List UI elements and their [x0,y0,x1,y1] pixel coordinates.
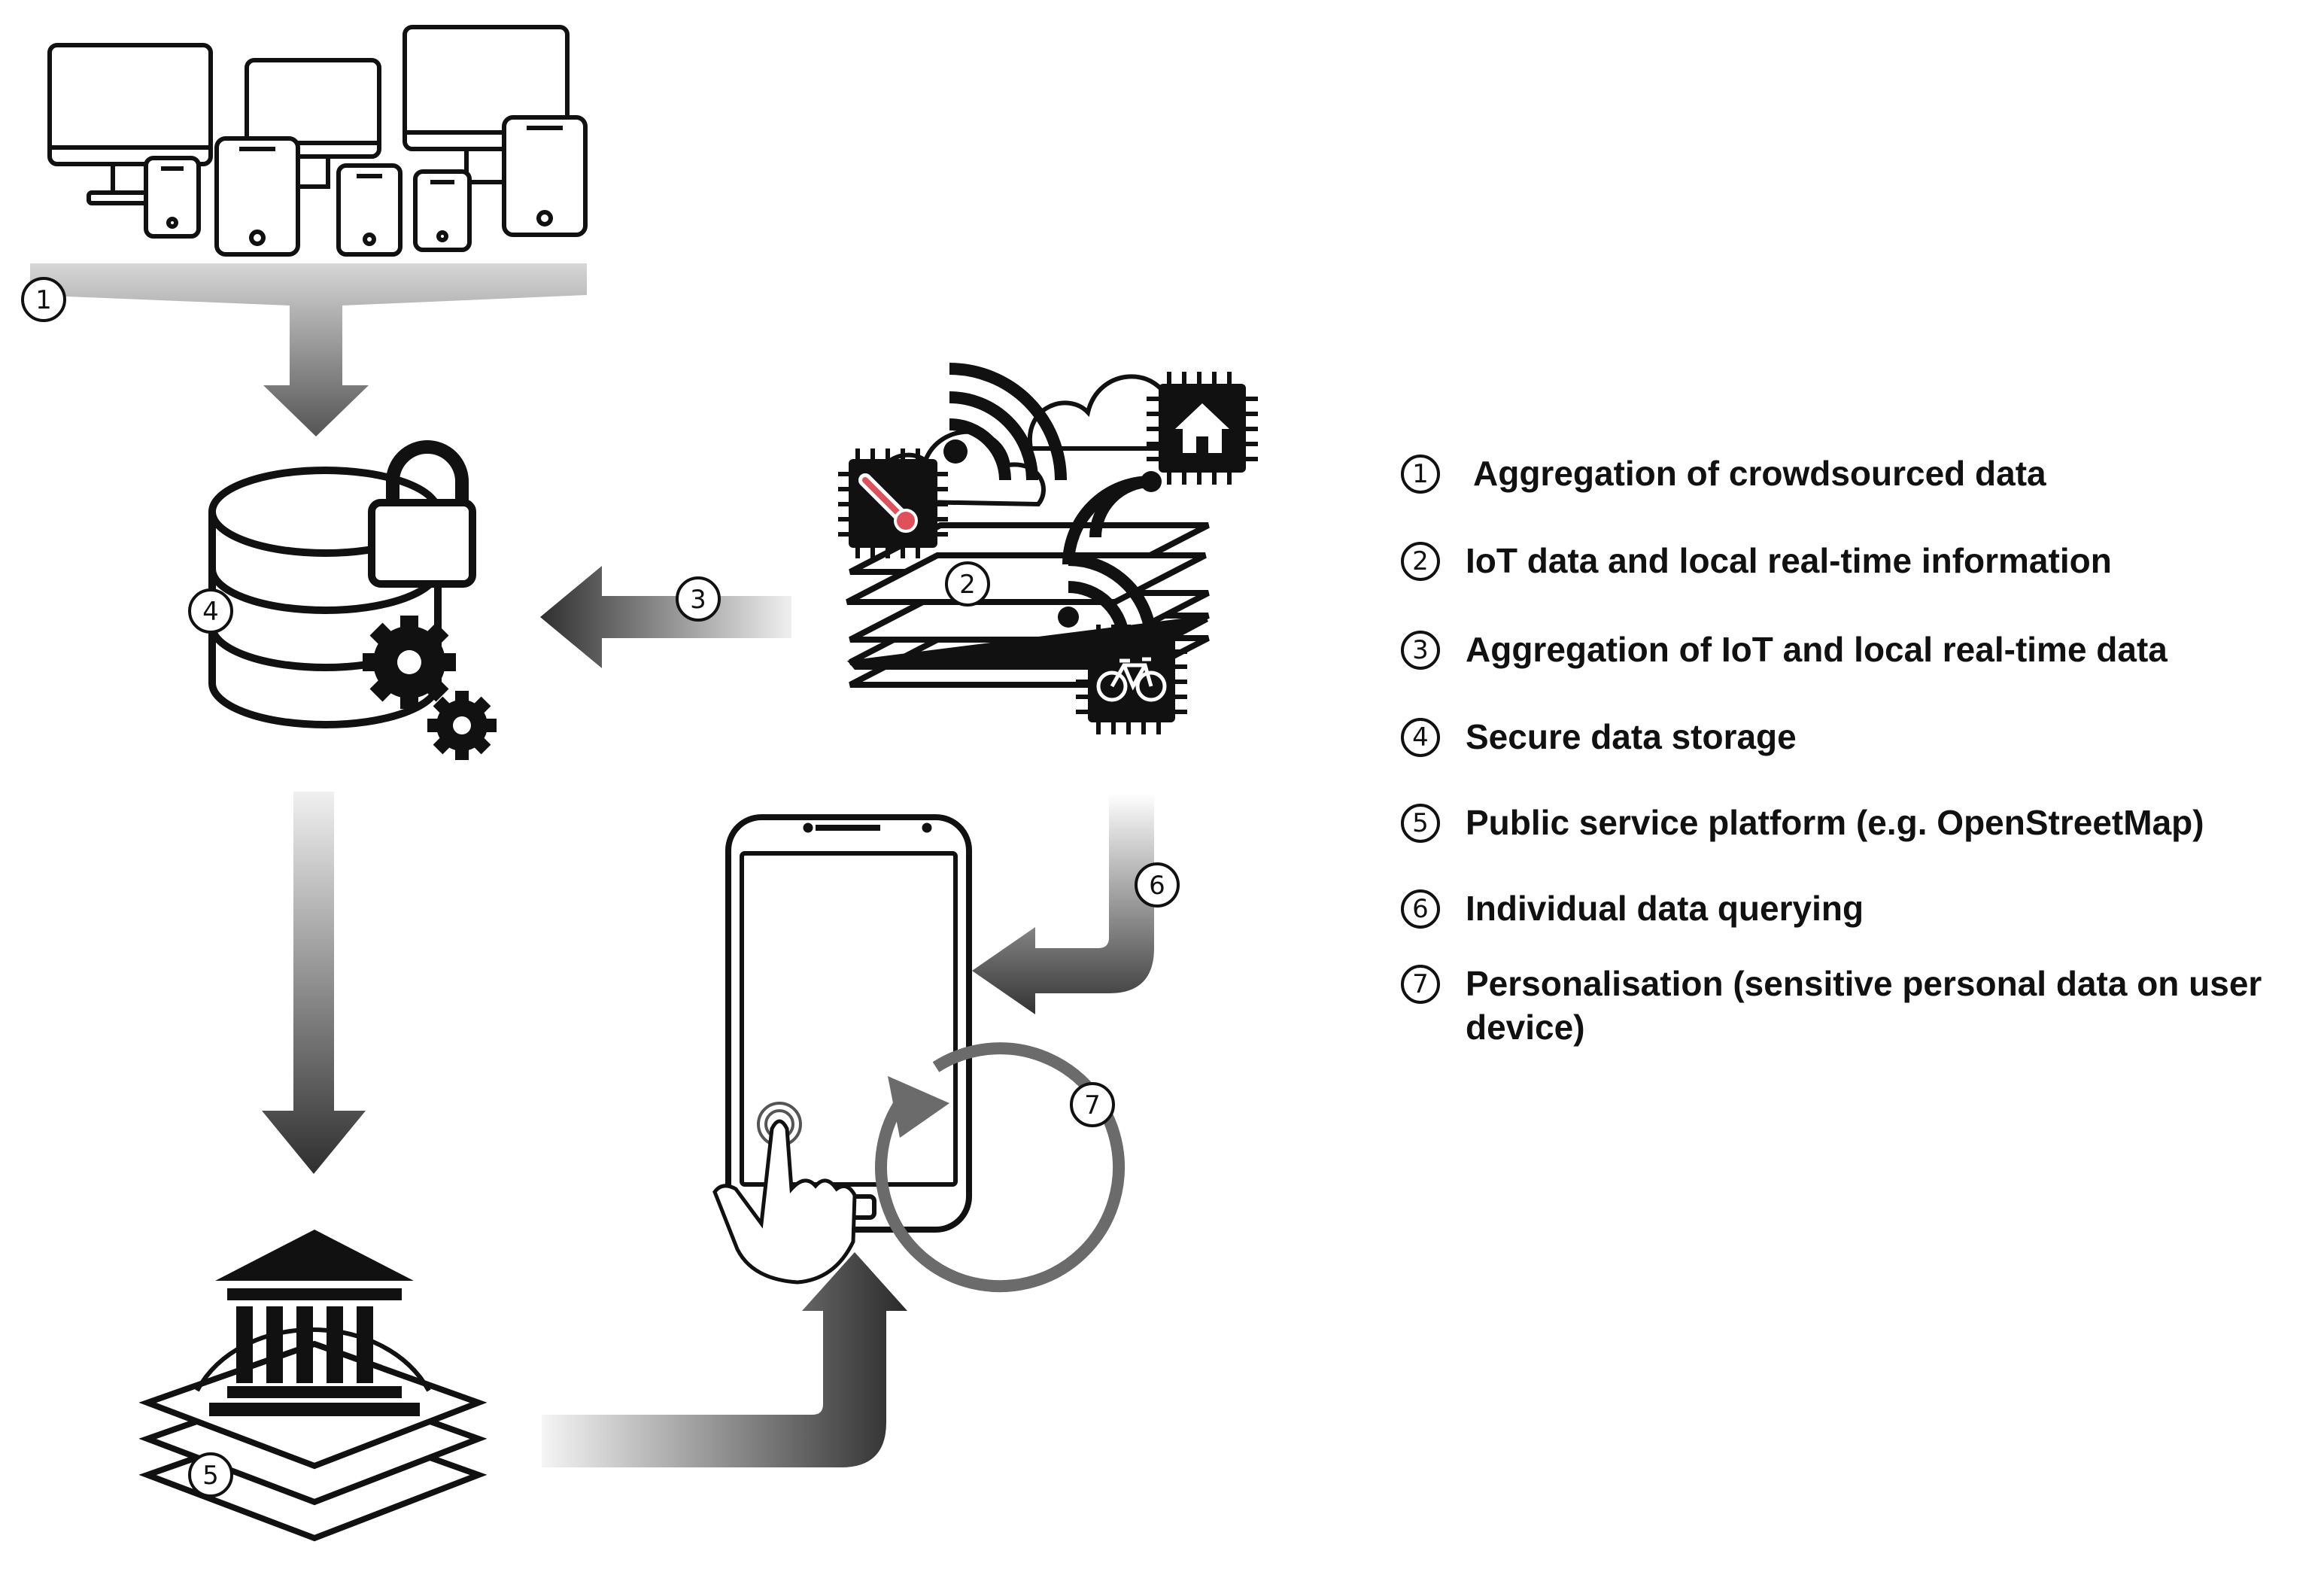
legend-number-6: 6 [1401,889,1440,929]
iot-cluster-icon [838,363,1258,734]
arrow-aggregation-iot [540,566,791,668]
svg-text:7: 7 [1084,1090,1101,1120]
arrow-aggregation-crowdsourced [30,263,587,436]
legend-text-5: Public service platform (e.g. OpenStreet… [1466,803,2204,842]
legend-number-3: 3 [1401,631,1440,670]
legend-item-7: 7 Personalisation (sensitive personal da… [1401,964,2308,1049]
legend-number-7: 7 [1401,965,1440,1004]
arrow-individual-querying [972,793,1154,1014]
legend-text-4: Secure data storage [1466,717,1797,756]
svg-text:6: 6 [1149,871,1165,901]
legend-item-1: 1 Aggregation of crowdsourced data [1401,454,2316,495]
legend-item-6: 6 Individual data querying [1401,889,2308,930]
legend-number-4: 4 [1401,718,1440,757]
gears-icon [363,616,497,760]
legend-text-1: Aggregation of crowdsourced data [1473,454,2046,493]
legend-item-3: 3 Aggregation of IoT and local real-time… [1401,630,2308,671]
personalisation-cycle-arrow [875,1042,1126,1293]
lock-icon [368,440,476,588]
bike-chip-icon [1076,625,1187,734]
legend-item-4: 4 Secure data storage [1401,717,2308,759]
legend-item-5: 5 Public service platform (e.g. OpenStre… [1401,803,2308,844]
home-chip-icon [1147,372,1258,485]
legend-number-1: 1 [1401,455,1440,494]
label-7: 7 [1070,1082,1115,1127]
label-6: 6 [1135,862,1180,908]
legend-text-6: Individual data querying [1466,889,1864,928]
label-2: 2 [945,561,990,607]
label-5: 5 [188,1452,233,1497]
svg-text:5: 5 [202,1461,219,1491]
touch-hand-icon [712,1102,857,1285]
legend-item-2: 2 IoT data and local real-time informati… [1401,541,2308,582]
svg-text:4: 4 [202,597,219,627]
legend-text-2: IoT data and local real-time information [1466,541,2112,580]
smartphone-icon [725,814,972,1233]
label-3: 3 [676,576,721,622]
arrow-database-to-platform [262,792,366,1174]
svg-text:1: 1 [35,285,52,315]
label-1: 1 [21,277,66,322]
devices-icon [47,25,588,257]
legend-number-5: 5 [1401,804,1440,843]
legend-text-3: Aggregation of IoT and local real-time d… [1466,630,2168,669]
legend-text-7: Personalisation (sensitive personal data… [1466,964,2262,1047]
arrow-platform-to-phone [542,1252,907,1467]
legend-number-2: 2 [1401,542,1440,581]
svg-text:2: 2 [959,570,976,600]
svg-text:3: 3 [690,585,706,615]
label-4: 4 [188,588,233,634]
thermometer-chip-icon [838,448,948,558]
public-service-platform-icon [138,1230,488,1542]
